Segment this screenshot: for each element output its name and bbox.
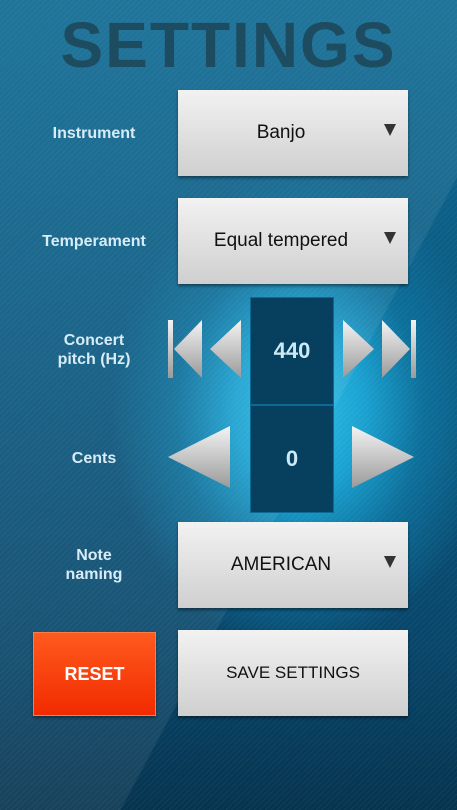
skip-to-end-button[interactable]: [378, 318, 418, 380]
temperament-dropdown[interactable]: Equal tempered: [178, 198, 408, 284]
save-settings-button[interactable]: SAVE SETTINGS: [178, 630, 408, 716]
arrow-left-icon: [210, 320, 241, 378]
note-naming-value: AMERICAN: [230, 554, 332, 575]
concert-pitch-label-line2: pitch (Hz): [57, 351, 131, 368]
instrument-label: Instrument: [52, 125, 136, 142]
cents-decrease-button[interactable]: [166, 424, 232, 490]
arrow-right-icon: [352, 426, 414, 488]
temperament-label: Temperament: [42, 233, 146, 250]
pitch-decrease-button[interactable]: [208, 318, 244, 380]
reset-button[interactable]: RESET: [33, 632, 156, 716]
instrument-value: Banjo: [256, 122, 306, 143]
note-naming-label: Note naming: [19, 546, 169, 584]
skip-to-start-button[interactable]: [166, 318, 206, 380]
arrow-right-icon: [343, 320, 374, 378]
note-naming-dropdown[interactable]: AMERICAN: [178, 522, 408, 608]
dropdown-arrow-icon: [384, 232, 396, 244]
concert-pitch-value: 440: [250, 297, 334, 405]
skip-to-end-icon: [382, 320, 416, 378]
instrument-dropdown[interactable]: Banjo: [178, 90, 408, 176]
note-naming-label-line2: naming: [65, 566, 123, 583]
skip-to-start-icon: [168, 320, 202, 378]
dropdown-arrow-icon: [384, 556, 396, 568]
pitch-increase-button[interactable]: [340, 318, 376, 380]
note-naming-label-line1: Note: [76, 547, 112, 564]
arrow-left-icon: [168, 426, 230, 488]
cents-label: Cents: [71, 450, 117, 467]
page-title: SETTINGS: [60, 9, 397, 81]
concert-pitch-label-line1: Concert: [63, 332, 125, 349]
cents-value: 0: [250, 405, 334, 513]
dropdown-arrow-icon: [384, 124, 396, 136]
temperament-value: Equal tempered: [213, 230, 349, 251]
cents-increase-button[interactable]: [350, 424, 416, 490]
concert-pitch-label: Concert pitch (Hz): [19, 331, 169, 369]
